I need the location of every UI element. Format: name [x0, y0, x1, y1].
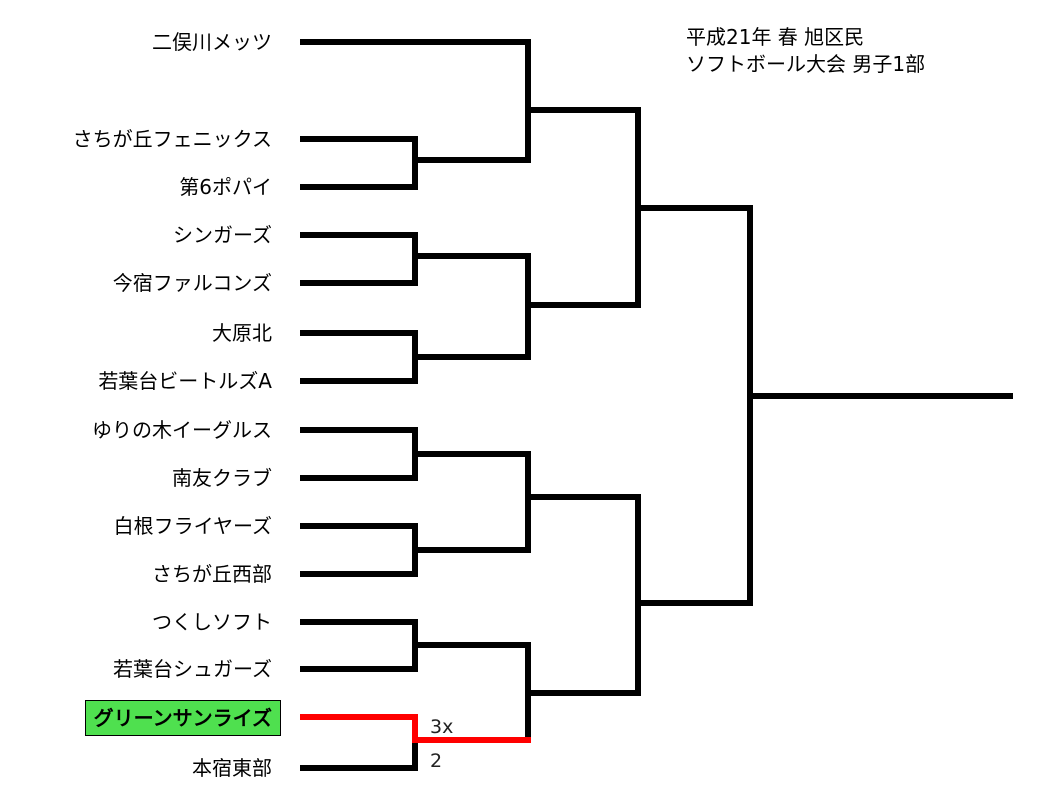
bracket-line [300, 619, 418, 672]
team-label: シンガーズ [173, 223, 272, 247]
team-label: 第6ポパイ [179, 175, 272, 199]
bracket-line [300, 136, 418, 190]
team-label: 若葉台シュガーズ [113, 657, 272, 681]
title-line-1: 平成21年 春 旭区民 [686, 25, 865, 49]
bracket-line [525, 494, 641, 696]
winner-path [300, 714, 531, 743]
bracket-line [525, 107, 641, 308]
team-label: さちが丘西部 [152, 562, 272, 586]
team-label: 今宿ファルコンズ [112, 271, 272, 295]
team-label: つくしソフト [152, 610, 272, 634]
team-label: 南友クラブ [172, 466, 272, 490]
team-label: ゆりの木イーグルス [92, 418, 272, 442]
tournament-title: 平成21年 春 旭区民 ソフトボール大会 男子1部 [686, 24, 925, 78]
bracket-line [300, 427, 418, 481]
bracket-line [300, 39, 531, 163]
title-line-2: ソフトボール大会 男子1部 [686, 52, 926, 76]
team-label: 白根フライヤーズ [113, 514, 272, 538]
bracket-line [300, 739, 418, 771]
team-label: さちが丘フェニックス [72, 127, 272, 151]
bracket-line [300, 232, 418, 286]
team-label: 二俣川メッツ [152, 30, 272, 54]
score-loser: 2 [430, 750, 443, 772]
team-label-highlighted: グリーンサンライズ [84, 700, 281, 736]
team-label: 大原北 [212, 321, 272, 345]
score-winner: 3x [430, 716, 454, 738]
bracket-line [412, 642, 531, 743]
bracket-line [300, 523, 418, 577]
team-label: 本宿東部 [192, 756, 272, 780]
bracket-line [300, 330, 418, 384]
team-label: 若葉台ビートルズA [98, 369, 272, 393]
